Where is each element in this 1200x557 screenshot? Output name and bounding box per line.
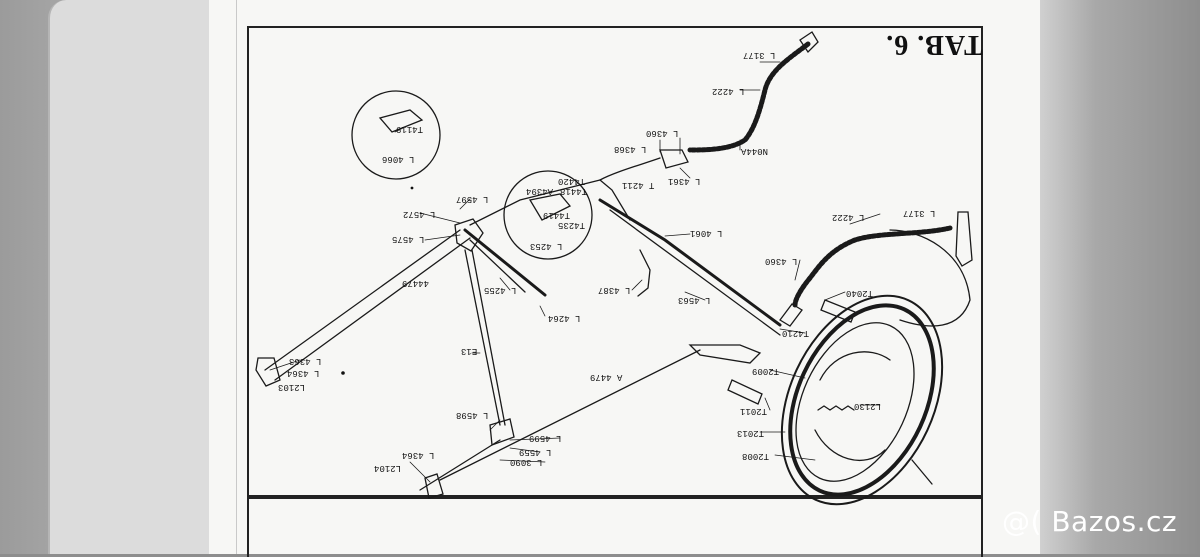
label-l4361: L 4361: [668, 176, 701, 186]
leader-lines: [269, 61, 881, 483]
bolt-t2011: [727, 379, 763, 405]
label-l4255: L 4255: [484, 285, 517, 295]
lower-frame: [247, 497, 983, 557]
label-l4364-bottom: L 4364: [402, 450, 435, 460]
watermark: @( Bazos.cz: [1002, 505, 1178, 538]
label-a4479: A 4479: [590, 372, 623, 382]
label-t4235: T4235: [558, 220, 586, 230]
blurred-page-edge: [48, 0, 210, 554]
scanned-page: [209, 0, 1040, 554]
mid-linkage: [688, 344, 762, 364]
cable-44479: [264, 229, 461, 371]
top-bracket: [659, 149, 689, 169]
label-l4572: L 4572: [403, 209, 436, 219]
label-l4387: L 4387: [598, 285, 631, 295]
label-t2008: T2008: [742, 451, 770, 461]
label-t4119: T4119: [396, 124, 424, 134]
bottom-left-clamp: [424, 473, 444, 499]
label-l4360-top: L 4360: [646, 128, 679, 138]
brake-shoes: [814, 351, 891, 461]
center-rod-2: [469, 239, 526, 293]
cable-e13: [464, 249, 501, 426]
label-l4563: L 4563: [678, 295, 711, 305]
adjuster: [779, 303, 803, 327]
label-l4599: L 4599: [529, 433, 562, 443]
label-44479: 44479: [402, 278, 430, 288]
label-l3177-top: L 3177: [743, 50, 776, 60]
label-l2130: L2130: [854, 401, 882, 411]
cable-a4479-b: [419, 439, 501, 491]
dot-marker: [341, 371, 345, 375]
handbrake-lever: [599, 179, 631, 221]
label-l4222-top: L 4222: [712, 86, 745, 96]
label-l4360-right: L 4360: [765, 256, 798, 266]
label-l4061: L 4061: [690, 228, 723, 238]
blurred-background-left: [0, 0, 210, 554]
label-l4598: L 4598: [456, 410, 489, 420]
label-l4559: L 4559: [519, 447, 552, 457]
label-l2103: L2103: [278, 382, 306, 392]
lever-tube: [598, 198, 782, 327]
label-t2013: T2013: [737, 428, 765, 438]
label-l4368: L 4368: [614, 144, 647, 154]
label-t2040: T2040: [846, 288, 874, 298]
left-clamp: [255, 357, 281, 387]
brake-drum-inner: [795, 322, 915, 482]
brake-spring: [817, 405, 855, 411]
top-cable-sheath: [687, 41, 811, 153]
pedal-arm: [637, 249, 651, 297]
right-cable-end: [955, 211, 973, 267]
bolt-t2008: [911, 459, 933, 485]
diagram-title: TAB. 6.: [885, 29, 983, 60]
bottom-clamp: [489, 418, 515, 446]
label-l4222-right: L 4222: [832, 212, 865, 222]
label-l4364-left: L 4364: [287, 368, 320, 378]
detail-circle-left: [351, 90, 441, 180]
label-l4066: L 4066: [382, 154, 415, 164]
label-a4394: A4394: [526, 186, 554, 196]
drum-partial-circle: [889, 229, 971, 327]
cable-e13-b: [471, 249, 506, 426]
label-n044a: N044A: [741, 146, 769, 156]
blurred-background-right: [1040, 0, 1200, 554]
detail-left-part: [378, 109, 424, 133]
label-l4575: L 4575: [392, 234, 425, 244]
label-l3090: L 3090: [510, 457, 543, 467]
label-l4264: L 4264: [548, 313, 581, 323]
label-t4420: T4420: [558, 176, 586, 186]
lever-tube-outline: [609, 209, 781, 336]
label-e13: E13: [461, 346, 478, 356]
label-l4363: L 4363: [289, 356, 322, 366]
detail-circle-center: [503, 170, 593, 260]
label-l3177-right: L 3177: [903, 208, 936, 218]
brake-drum-outer: [780, 294, 944, 506]
label-l4597: L 4597: [456, 194, 489, 204]
page-margin-line: [236, 0, 237, 554]
label-t2009: T2009: [752, 366, 780, 376]
label-t4419: T4419: [543, 210, 571, 220]
label-t4210: T4210: [782, 328, 810, 338]
top-cable-end: [799, 31, 819, 54]
label-l4253: L 4253: [530, 241, 563, 251]
right-cable-sheath: [792, 225, 953, 308]
label-t4418: T4418: [560, 186, 588, 196]
diagram-frame: [247, 26, 983, 497]
left-upper-bracket: [454, 218, 484, 252]
brake-drum-rim: [788, 303, 936, 497]
cross-shaft: [469, 179, 601, 226]
bolt-t2040: [820, 299, 856, 323]
label-l2104: L2104: [374, 463, 402, 473]
cable-44479-b: [274, 237, 471, 381]
label-t2011: T2011: [740, 406, 768, 416]
top-cable-wire: [599, 157, 661, 181]
label-t4211: T 4211: [622, 180, 655, 190]
detail-center-part: [528, 193, 572, 221]
dot-marker-2: [410, 186, 414, 190]
cable-a4479: [439, 349, 701, 481]
